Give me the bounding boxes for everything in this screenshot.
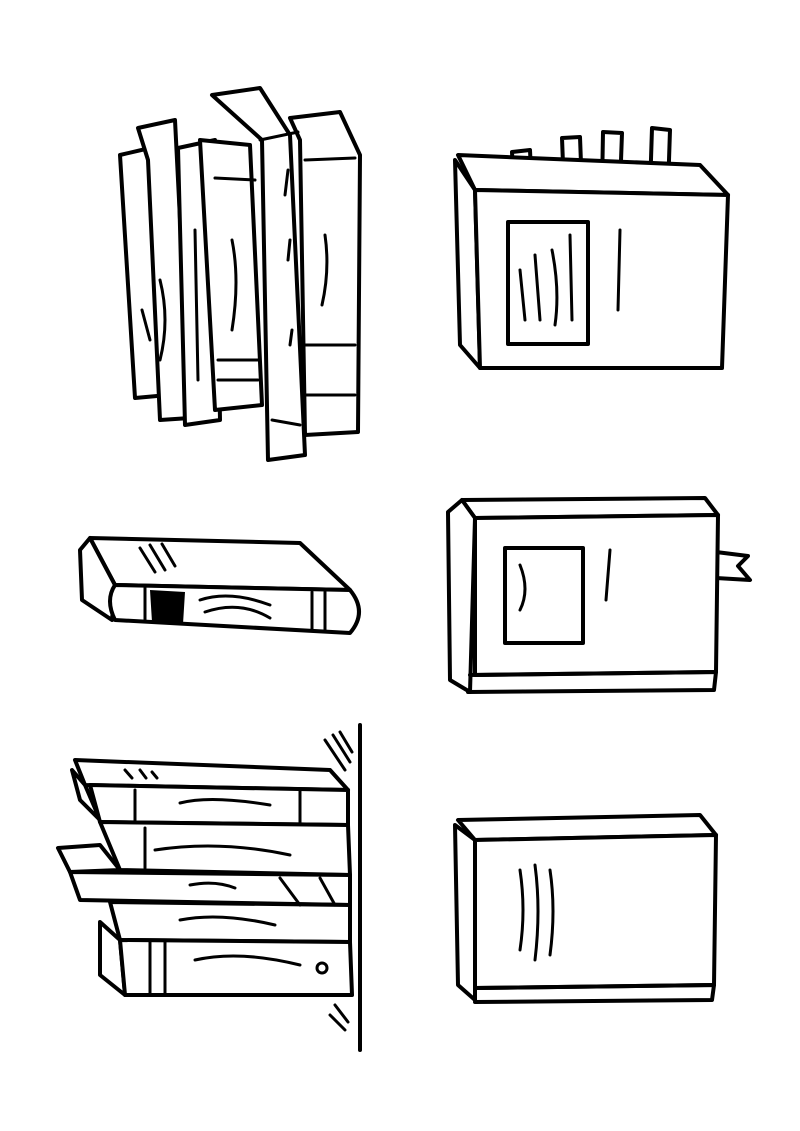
upright-books-group [118, 86, 362, 462]
stacked-books-on-shelf [56, 723, 362, 1052]
lying-book [78, 536, 361, 635]
book-with-ribbon [446, 496, 752, 694]
closed-book [453, 813, 718, 1004]
book-with-bookmarks [453, 126, 730, 370]
